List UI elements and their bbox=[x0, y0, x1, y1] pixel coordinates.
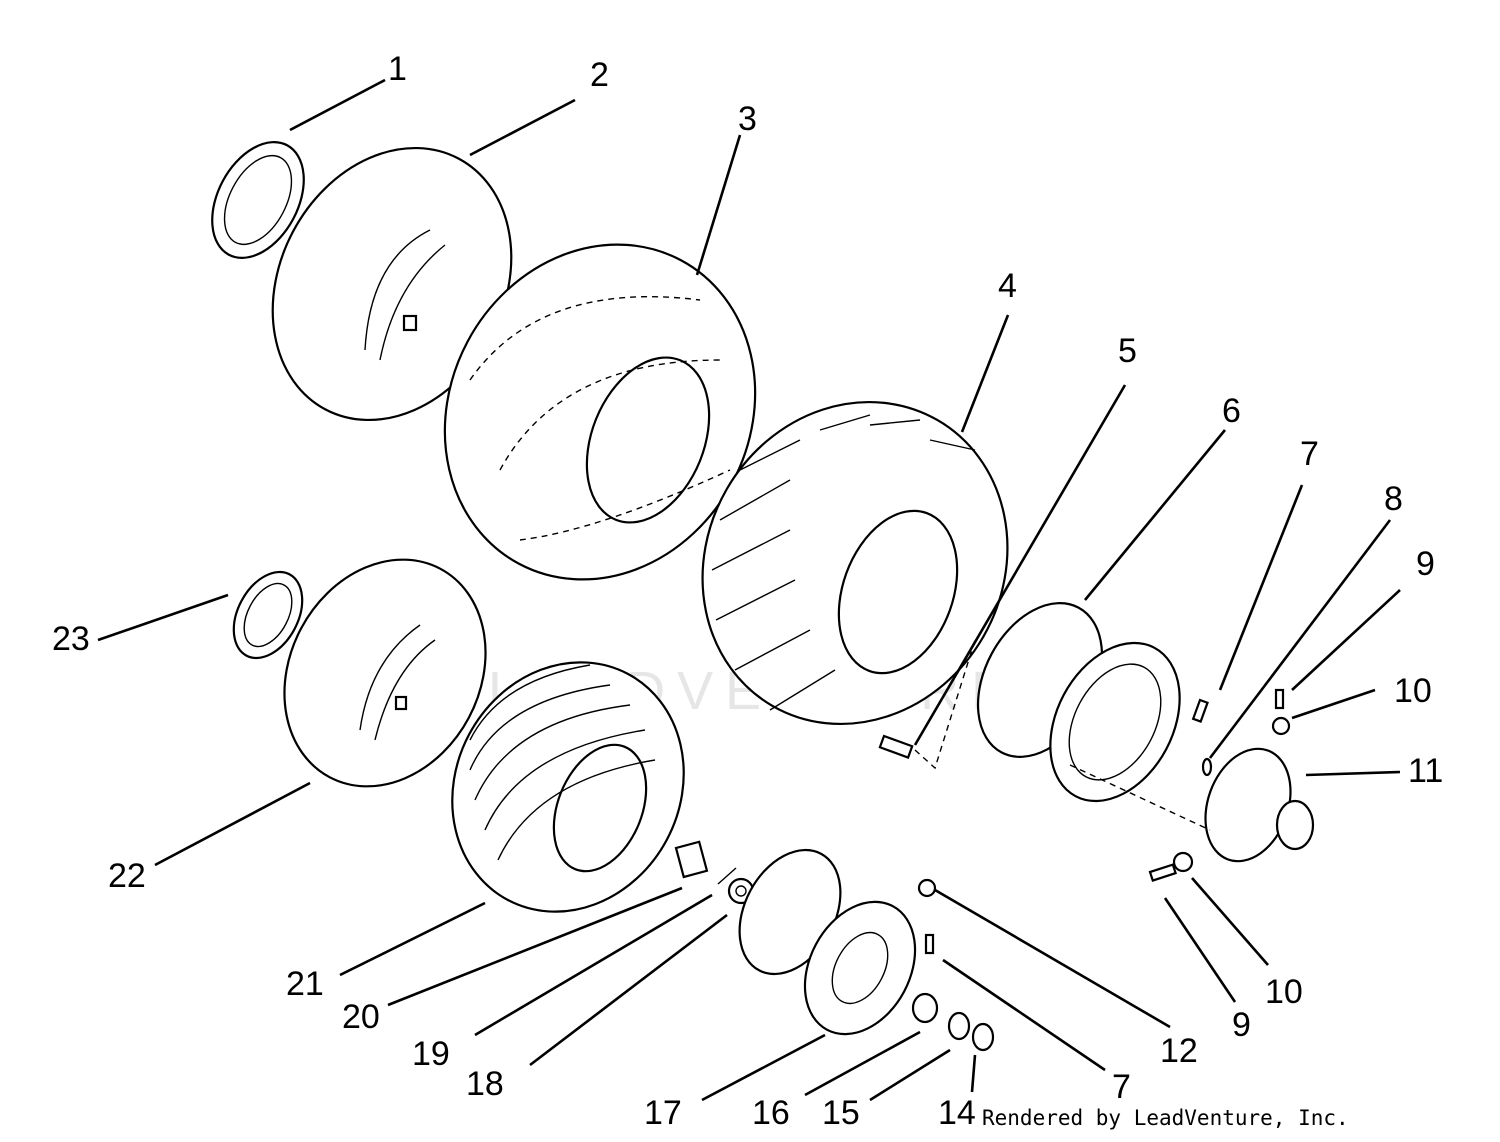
part-5-bolt[interactable] bbox=[878, 639, 976, 770]
part-9-bolt-lower[interactable] bbox=[1148, 863, 1177, 882]
part-2-inner-tube[interactable] bbox=[226, 106, 557, 462]
leader-17 bbox=[701, 1033, 826, 1102]
part-23-rim-ring[interactable] bbox=[220, 560, 316, 669]
credit-text: Rendered by LeadVenture, Inc. bbox=[982, 1106, 1349, 1130]
part-17-rim[interactable] bbox=[719, 833, 937, 1054]
part-6-rim[interactable] bbox=[953, 582, 1206, 824]
part-14-washer[interactable] bbox=[971, 1022, 995, 1052]
callout-9a: 9 bbox=[1416, 545, 1435, 583]
part-11-hub[interactable] bbox=[1069, 737, 1315, 873]
part-15-washer[interactable] bbox=[947, 1011, 971, 1041]
leader-21 bbox=[339, 901, 486, 977]
callout-6: 6 bbox=[1222, 392, 1241, 430]
part-21-rib-tire[interactable] bbox=[409, 621, 727, 952]
leader-8 bbox=[1208, 519, 1392, 759]
part-7-bolt-upper[interactable] bbox=[1191, 698, 1209, 723]
part-10-nut-lower[interactable] bbox=[1172, 851, 1194, 873]
leader-1 bbox=[289, 78, 386, 132]
callout-14: 14 bbox=[938, 1094, 976, 1132]
callout-4: 4 bbox=[998, 267, 1017, 305]
leader-9b bbox=[1163, 897, 1237, 1003]
leader-6 bbox=[1083, 429, 1227, 601]
leader-3 bbox=[695, 134, 742, 276]
part-4-lug-tire[interactable] bbox=[644, 346, 1065, 780]
callout-23: 23 bbox=[52, 620, 90, 658]
callout-7a: 7 bbox=[1300, 435, 1319, 473]
callout-11: 11 bbox=[1408, 752, 1443, 790]
leader-22 bbox=[154, 781, 311, 867]
callout-8: 8 bbox=[1384, 480, 1403, 518]
callout-2: 2 bbox=[590, 56, 609, 94]
part-8-key[interactable] bbox=[1201, 757, 1213, 777]
leader-15 bbox=[869, 1048, 951, 1102]
callout-17: 17 bbox=[644, 1094, 682, 1132]
leader-16 bbox=[804, 1030, 921, 1097]
leader-7a bbox=[1218, 484, 1304, 691]
callout-5: 5 bbox=[1118, 332, 1137, 370]
callout-12: 12 bbox=[1160, 1032, 1198, 1070]
callout-20: 20 bbox=[342, 998, 380, 1036]
part-1-rim-ring[interactable] bbox=[194, 126, 323, 273]
callout-3: 3 bbox=[738, 100, 757, 138]
callout-19: 19 bbox=[412, 1035, 450, 1073]
part-20-bushing[interactable] bbox=[674, 840, 709, 879]
leader-11 bbox=[1305, 770, 1401, 777]
callout-21: 21 bbox=[286, 965, 324, 1003]
callout-16: 16 bbox=[752, 1094, 790, 1132]
part-22-inner-tube[interactable] bbox=[246, 524, 525, 822]
leader-23 bbox=[97, 593, 229, 642]
callout-10b: 10 bbox=[1265, 973, 1303, 1011]
callout-18: 18 bbox=[466, 1065, 504, 1103]
part-10-nut-upper[interactable] bbox=[1271, 716, 1291, 736]
leader-7b bbox=[942, 958, 1106, 1072]
callout-9b: 9 bbox=[1232, 1006, 1251, 1044]
leader-9a bbox=[1291, 589, 1401, 691]
callout-22: 22 bbox=[108, 857, 146, 895]
part-16-bearing[interactable] bbox=[911, 992, 939, 1024]
callout-1: 1 bbox=[388, 50, 407, 88]
leader-5 bbox=[913, 384, 1127, 746]
part-12-nut[interactable] bbox=[917, 878, 937, 898]
leader-19 bbox=[474, 893, 713, 1037]
leader-14 bbox=[970, 1054, 977, 1093]
leader-2 bbox=[469, 98, 576, 157]
part-19-pin[interactable] bbox=[717, 867, 737, 885]
part-7-bolt-lower[interactable] bbox=[924, 933, 935, 955]
callout-15: 15 bbox=[822, 1094, 860, 1132]
leader-4 bbox=[960, 314, 1010, 433]
leader-20 bbox=[387, 886, 683, 1007]
callout-7b: 7 bbox=[1112, 1068, 1131, 1106]
leader-18 bbox=[529, 913, 728, 1067]
leader-12 bbox=[934, 888, 1171, 1029]
callout-10a: 10 bbox=[1394, 672, 1432, 710]
part-9-bolt-upper[interactable] bbox=[1274, 688, 1285, 710]
leader-10a bbox=[1291, 688, 1376, 720]
leader-10b bbox=[1191, 877, 1269, 966]
